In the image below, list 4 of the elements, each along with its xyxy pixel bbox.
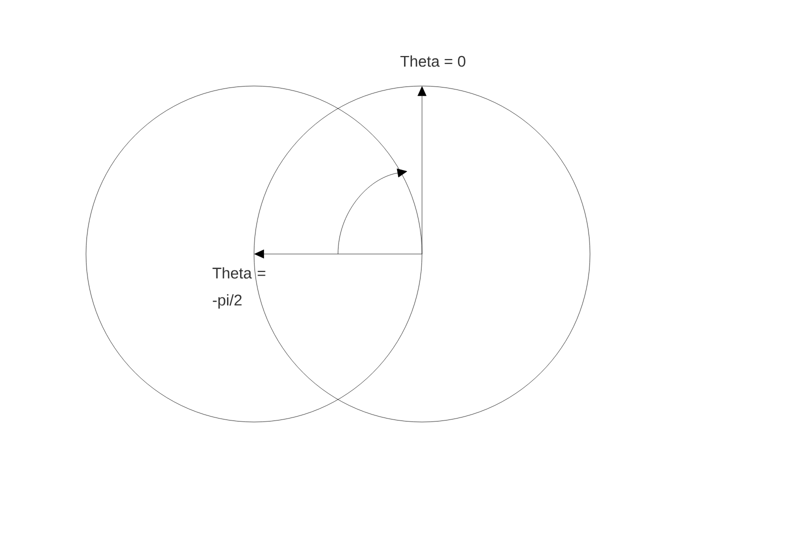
circle: [86, 86, 422, 422]
angle-label: Theta = -pi/2: [212, 267, 266, 309]
angle-label: Theta = 0: [400, 55, 466, 67]
circle: [254, 86, 590, 422]
